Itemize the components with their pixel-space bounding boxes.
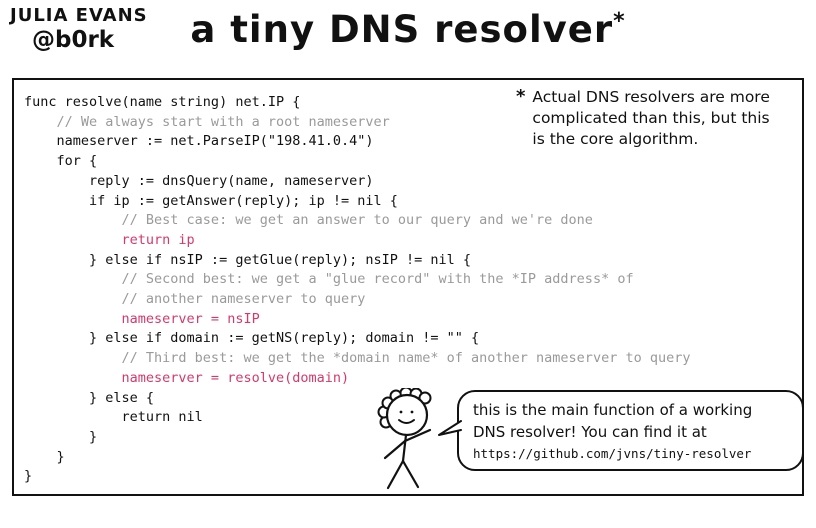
- speech-line: this is the main function of a working: [473, 401, 753, 419]
- person-face: [398, 410, 415, 424]
- code-line: } else {: [24, 389, 155, 406]
- footnote-text: Actual DNS resolvers are more complicated…: [532, 87, 769, 150]
- footnote-line: is the core algorithm.: [532, 130, 699, 148]
- byline: JULIA EVANS @b0rk: [10, 6, 148, 53]
- author-name: JULIA EVANS: [10, 5, 148, 26]
- code-line: } else if nsIP := getGlue(reply); nsIP !…: [24, 251, 472, 268]
- code-line: if ip := getAnswer(reply); ip != nil {: [24, 192, 398, 209]
- code-line: reply := dnsQuery(name, nameserver): [24, 172, 374, 189]
- code-line: for {: [24, 153, 98, 170]
- speech-bubble-tail: [438, 420, 462, 436]
- code-line: func resolve(name string) net.IP {: [24, 94, 301, 110]
- footnote-line: Actual DNS resolvers are more: [532, 88, 770, 106]
- code-line: }: [24, 448, 65, 465]
- speech-line: DNS resolver! You can find it at: [473, 423, 707, 441]
- person-body: [401, 433, 408, 463]
- person-leg-left: [386, 459, 405, 490]
- author-handle: @b0rk: [32, 26, 115, 53]
- title-asterisk: *: [613, 9, 626, 34]
- code-line: // We always start with a root nameserve…: [24, 113, 390, 130]
- person-arm-right: [403, 428, 432, 443]
- code-line: nameserver = nsIP: [24, 310, 260, 327]
- code-line: nameserver = resolve(domain): [24, 369, 350, 386]
- code-line: // Best case: we get an answer to our qu…: [24, 212, 593, 229]
- footnote: * Actual DNS resolvers are more complicat…: [516, 87, 792, 150]
- code-line: }: [24, 468, 33, 485]
- code-block: func resolve(name string) net.IP { // We…: [24, 93, 690, 487]
- person-leg-right: [401, 459, 420, 489]
- comic-panel: func resolve(name string) net.IP { // We…: [12, 78, 804, 496]
- page-title-text: a tiny DNS resolver: [190, 8, 614, 51]
- footnote-line: complicated than this, but this: [532, 109, 770, 127]
- person-arm-left: [383, 439, 407, 460]
- code-line: }: [24, 428, 98, 445]
- code-line: } else if domain := getNS(reply); domain…: [24, 330, 480, 347]
- code-line: // another nameserver to query: [24, 291, 366, 308]
- person-head: [385, 393, 429, 437]
- code-line: // Third best: we get the *domain name* …: [24, 350, 691, 367]
- stick-figure-icon: [377, 388, 432, 490]
- code-line: nameserver := net.ParseIP("198.41.0.4"): [24, 133, 374, 150]
- code-line: return nil: [24, 409, 203, 426]
- code-line: // Second best: we get a "glue record" w…: [24, 271, 634, 288]
- footnote-asterisk: *: [516, 86, 526, 107]
- page-title: a tiny DNS resolver*: [190, 8, 625, 51]
- code-line: return ip: [24, 231, 195, 248]
- speech-line: https://github.com/jvns/tiny-resolver: [473, 446, 752, 461]
